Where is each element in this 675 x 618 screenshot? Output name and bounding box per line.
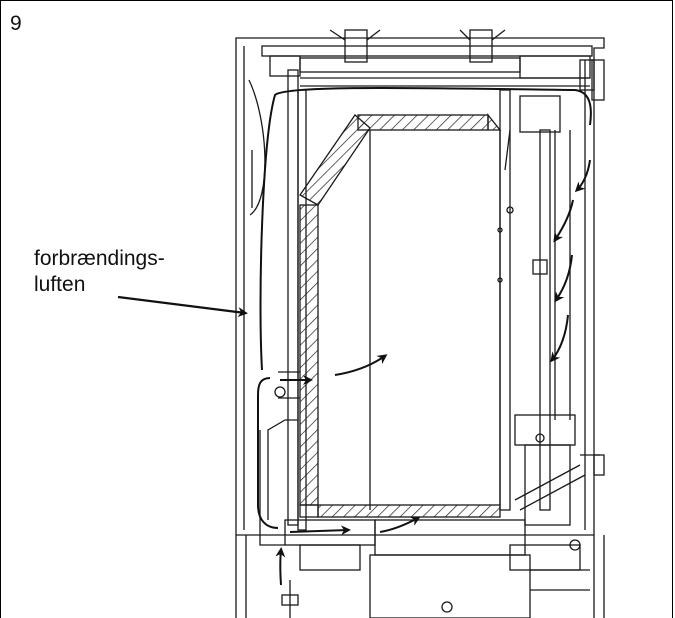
firebox-liner	[299, 113, 502, 518]
chamber	[287, 69, 586, 531]
airflow-arrow-into-firebox	[334, 354, 388, 376]
figure-number: 9	[10, 12, 22, 35]
airflow-arrow-2	[553, 199, 574, 243]
outer-casing	[235, 37, 605, 618]
air-flow-arrows	[117, 86, 592, 586]
callout-line-1: forbrændings-	[34, 247, 165, 270]
airflow-arrow-base	[289, 525, 351, 536]
top-cover	[261, 29, 595, 91]
airflow-arrow-grate	[379, 516, 421, 533]
airflow-main-path	[259, 86, 592, 371]
airflow-arrow-bottom-inlet	[275, 547, 286, 586]
air-channel-base	[259, 371, 590, 618]
callout-leader-arrow	[117, 295, 248, 318]
airflow-arrow-1	[574, 159, 591, 193]
right-fittings	[580, 59, 605, 476]
airflow-arrow-3	[554, 254, 573, 303]
callout-line-2: luften	[34, 273, 86, 296]
callout-label: forbrændings- luften	[34, 246, 165, 298]
airflow-arrow-4	[550, 314, 569, 363]
